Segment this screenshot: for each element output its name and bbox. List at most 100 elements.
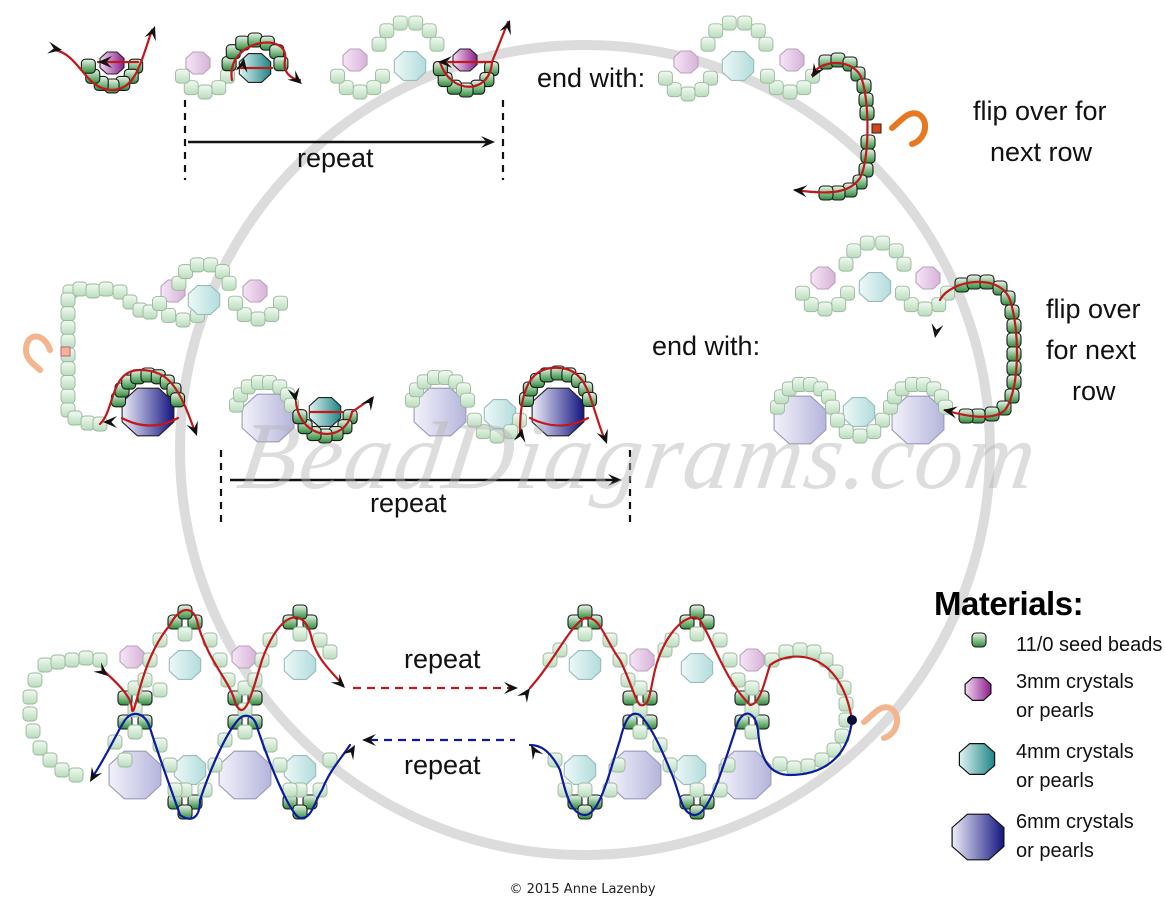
seed-bead-faded <box>221 275 237 291</box>
seed-bead-faded <box>37 657 53 673</box>
seed-bead-faded <box>838 256 854 272</box>
seed-bead-faded <box>825 399 841 415</box>
seed-bead-faded <box>689 626 705 642</box>
legend-item-label: 3mm crystals <box>1016 671 1134 693</box>
seed-bead-faded <box>366 80 382 96</box>
crystal-4mm-faded <box>858 272 892 302</box>
seed-bead-faded <box>371 36 387 52</box>
thread-pass-1 <box>98 368 197 434</box>
seed-bead-faded <box>722 652 738 668</box>
seed-bead-faded <box>859 235 875 251</box>
seed-bead-faded <box>152 682 168 698</box>
seed-bead-faded <box>894 285 910 301</box>
crystal-3mm-faded <box>342 48 368 72</box>
arrowhead <box>517 688 530 703</box>
thread-pass-1 <box>294 396 374 436</box>
seed-bead-faded <box>759 68 775 84</box>
thread-pass-1 <box>793 61 869 194</box>
row2-end-with-label: end with: <box>652 331 761 361</box>
seed-bead-faded <box>174 68 190 84</box>
seed-bead-faded <box>831 297 847 313</box>
arrowhead <box>103 416 117 428</box>
seed-bead-faded <box>54 762 70 778</box>
thread-pass-1 <box>518 366 607 442</box>
repeat-arrowhead <box>481 136 495 148</box>
thread-end-marker <box>871 123 882 134</box>
seed-bead-faded <box>489 428 505 444</box>
arrowhead <box>287 387 300 402</box>
seed-bead-faded <box>60 361 76 377</box>
seed-bead-faded <box>42 752 58 768</box>
seed-bead-faded <box>282 782 298 798</box>
crystal-4mm-faded <box>168 650 202 680</box>
seed-bead-faded <box>421 23 437 39</box>
legend-item-label: 11/0 seed beads <box>1016 634 1163 656</box>
row1-repeat-label: repeat <box>297 143 374 173</box>
seed-bead <box>1006 346 1022 362</box>
seed-bead-faded <box>657 70 673 86</box>
thread-pass-1 <box>528 616 854 722</box>
legend-title: Materials: <box>934 585 1084 622</box>
arrowhead <box>287 70 302 84</box>
seed-bead <box>187 794 203 810</box>
seed-bead-faded <box>429 36 445 52</box>
arrowhead <box>98 56 112 68</box>
row1-end-with-label: end with: <box>537 63 646 93</box>
seed-bead-faded <box>896 256 912 272</box>
seed-bead-faded <box>32 740 48 756</box>
seed-bead-faded <box>60 320 76 335</box>
crystal-3mm <box>452 48 478 72</box>
seed-bead-faded <box>72 281 88 297</box>
repeat-arrowhead <box>504 682 518 694</box>
seed-bead-faded <box>292 626 308 642</box>
arrowhead <box>361 396 374 411</box>
seed-bead-faded <box>273 295 289 311</box>
crystal-4mm-faded <box>173 755 207 785</box>
seed-bead-faded <box>721 15 737 31</box>
seed-bead-faded <box>931 297 947 313</box>
seed-bead <box>1006 360 1022 376</box>
seed-bead-faded <box>703 70 719 86</box>
seed-bead-faded <box>60 306 76 322</box>
seed-bead-faded <box>329 68 345 84</box>
crystal-6mm <box>531 387 585 437</box>
needle-icon <box>889 110 929 147</box>
legend-item-3mm: 3mm crystals or pearls <box>1016 668 1134 726</box>
seed-bead-faded <box>237 724 253 740</box>
crystal-6mm-icon <box>951 813 1005 861</box>
seed-bead-faded <box>27 672 43 688</box>
seed-bead-faded <box>796 80 812 96</box>
seed-bead-faded <box>503 424 519 440</box>
seed-bead-faded <box>792 642 808 658</box>
thread-pass-1 <box>938 280 1019 418</box>
arrowhead <box>513 428 526 443</box>
seed-bead-faded <box>750 23 766 39</box>
seed-bead-faded <box>917 301 933 317</box>
seed-bead-faded <box>127 724 143 740</box>
seed-bead-faded <box>211 80 227 96</box>
legend-item-sublabel: or pearls <box>1016 840 1094 862</box>
seed-bead-faded <box>60 375 76 390</box>
seed-bead-faded <box>794 285 810 301</box>
seed-bead-faded <box>322 752 338 768</box>
seed-bead-faded <box>840 285 856 301</box>
arrowhead <box>943 406 958 419</box>
seed-bead-faded <box>694 82 710 98</box>
legend-item-sublabel: or pearls <box>1016 770 1094 792</box>
seed-bead-faded <box>264 307 280 323</box>
crystal-6mm-faded <box>108 750 162 800</box>
seed-bead-faded <box>85 283 101 299</box>
crystal-3mm-faded <box>185 51 211 75</box>
thread-pass-1 <box>528 416 590 427</box>
crystal-6mm <box>121 387 175 437</box>
arrowhead <box>812 62 825 78</box>
seed-bead <box>567 614 583 630</box>
arrowhead <box>90 766 103 782</box>
legend-item-sublabel: or pearls <box>1016 700 1094 722</box>
seed-bead-faded <box>577 626 593 642</box>
seed-bead <box>167 614 183 630</box>
seed-bead-faded <box>375 68 391 84</box>
seed-bead-faded <box>92 652 108 668</box>
row1-flip-label-line2: next row <box>990 137 1093 167</box>
crystal-3mm-faded <box>739 648 765 672</box>
